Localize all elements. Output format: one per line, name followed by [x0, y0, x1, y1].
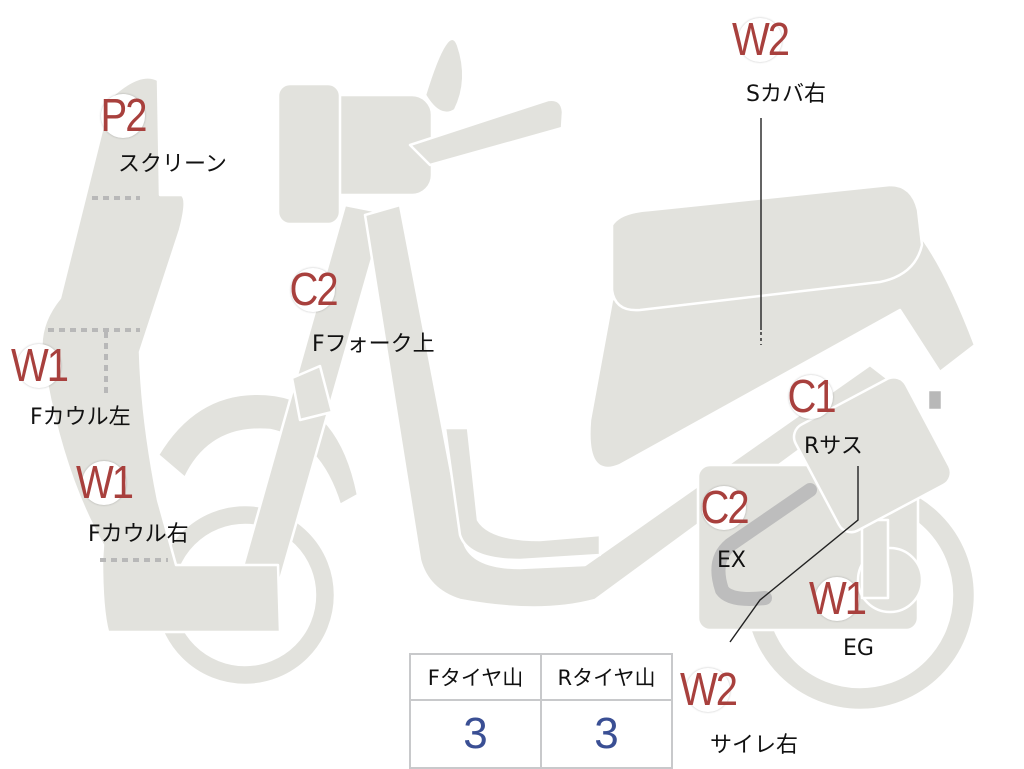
part-label-rear-susp: Rサス [804, 434, 863, 459]
tire-table-header-row: Fタイヤ山 Rタイヤ山 [409, 653, 673, 701]
grade-fcowl-left: W1 [11, 340, 69, 392]
grade-badge-fcowl-left: W1 [11, 343, 69, 389]
grade-badge-seat-cover-right: W2 [732, 17, 790, 63]
panel-dash-lines [48, 196, 168, 562]
rear-suspension [792, 376, 953, 534]
grade-badge-ffork-upper: C2 [289, 264, 338, 316]
grade-badge-rear-susp: C1 [787, 371, 836, 423]
part-label-seat-cover-right: Sカバ右 [746, 82, 826, 107]
part-label-exhaust: EX [717, 548, 746, 573]
leader-lines [729, 118, 859, 643]
grade-badge-fcowl-right: W1 [76, 460, 134, 506]
front-fork [240, 203, 387, 582]
main-frame [363, 203, 894, 609]
grade-seat-cover-right: W2 [732, 14, 790, 66]
front-tire-value: 3 [409, 699, 542, 769]
grade-exhaust: C2 [700, 482, 749, 534]
part-label-fcowl-right: Fカウル右 [88, 522, 189, 547]
seat [610, 183, 924, 312]
grade-fcowl-right: W1 [76, 457, 134, 509]
grade-badge-silencer-right: W2 [680, 667, 738, 713]
grade-badge-screen: P2 [100, 90, 148, 142]
part-label-silencer-right: サイレ右 [710, 733, 799, 758]
exhaust-pipe [711, 483, 817, 606]
grade-badge-engine: W1 [809, 576, 867, 622]
floor-tube [443, 426, 602, 562]
part-label-ffork-upper: Fフォーク上 [312, 332, 435, 357]
grade-silencer-right: W2 [680, 664, 738, 716]
grade-rear-susp: C1 [787, 371, 836, 423]
grade-badge-exhaust: C2 [700, 482, 749, 534]
part-label-screen: スクリーン [118, 152, 227, 177]
part-label-fcowl-left: Fカウル左 [30, 405, 131, 430]
grade-screen: P2 [100, 90, 148, 142]
rear-tire-value: 3 [540, 699, 673, 769]
part-label-engine: EG [843, 636, 874, 661]
handlebar [276, 37, 565, 226]
grade-ffork-upper: C2 [289, 264, 338, 316]
front-tire-header: Fタイヤ山 [409, 653, 542, 701]
tire-tread-table: Fタイヤ山 Rタイヤ山 3 3 [409, 653, 673, 769]
tire-table-value-row: 3 3 [409, 699, 673, 769]
rear-tire-header: Rタイヤ山 [540, 653, 673, 701]
grade-engine: W1 [809, 573, 867, 625]
